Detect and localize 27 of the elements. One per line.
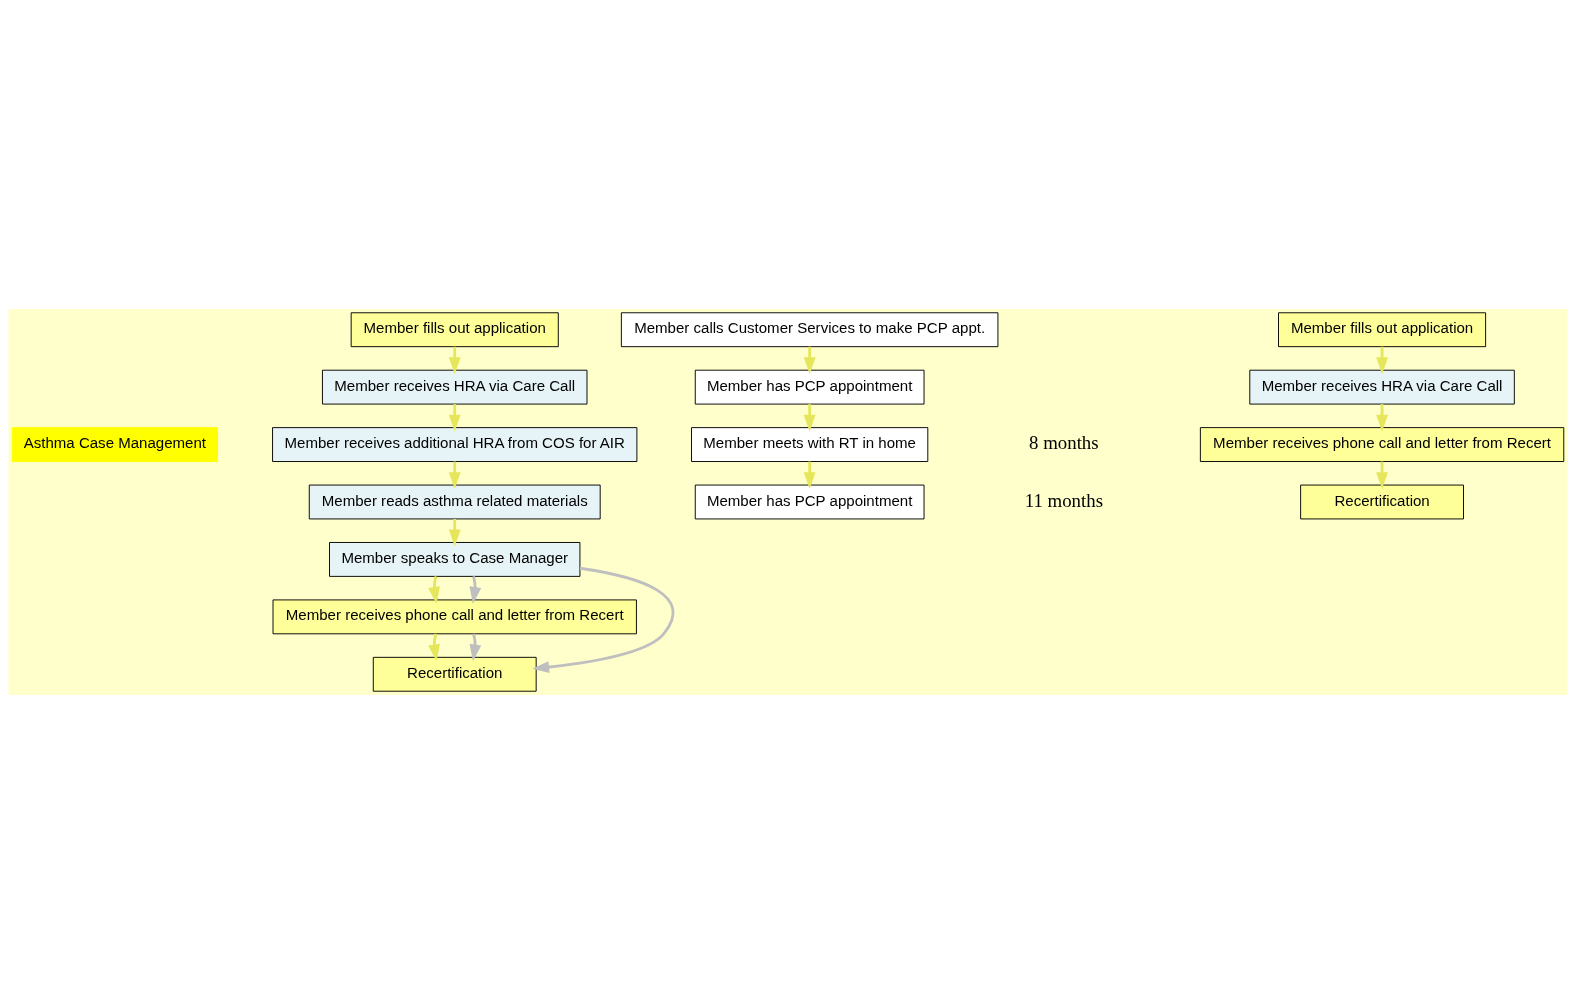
node-box: Member has PCP appointment [694, 369, 925, 405]
node-box: Member receives phone call and letter from Recert [272, 598, 637, 634]
node-box: Recertification [1300, 484, 1464, 519]
arrow [532, 566, 675, 673]
arrow [803, 403, 816, 432]
node-box: Member speaks to Case Manager [329, 541, 581, 577]
node-box: Member fills out application [1278, 311, 1487, 347]
arrow [803, 346, 816, 374]
arrow [448, 461, 461, 489]
node-box: Member has PCP appointment [694, 484, 925, 519]
node-box: Asthma Case Management [11, 426, 218, 462]
arrow [428, 633, 440, 661]
node-box: Member meets with RT in home [691, 426, 929, 462]
label: 8 months [1029, 431, 1099, 453]
node-box: Member reads asthma related materials [308, 484, 601, 519]
node-box: Member receives HRA via Care Call [1249, 369, 1515, 405]
arrow [448, 518, 461, 547]
node-box: Member receives additional HRA from COS for AIR [272, 426, 638, 462]
node-box: Member calls Customer Services to make PCP appt. [620, 311, 999, 347]
node-box: Recertification [372, 656, 537, 692]
arrow [803, 461, 816, 489]
label: 11 months [1024, 489, 1103, 511]
arrow [448, 346, 461, 374]
node-box: Member fills out application [350, 311, 559, 347]
node-box: Member receives phone call and letter from Recert [1199, 426, 1565, 462]
node-box: Member receives HRA via Care Call [321, 369, 588, 405]
arrow [448, 403, 461, 432]
